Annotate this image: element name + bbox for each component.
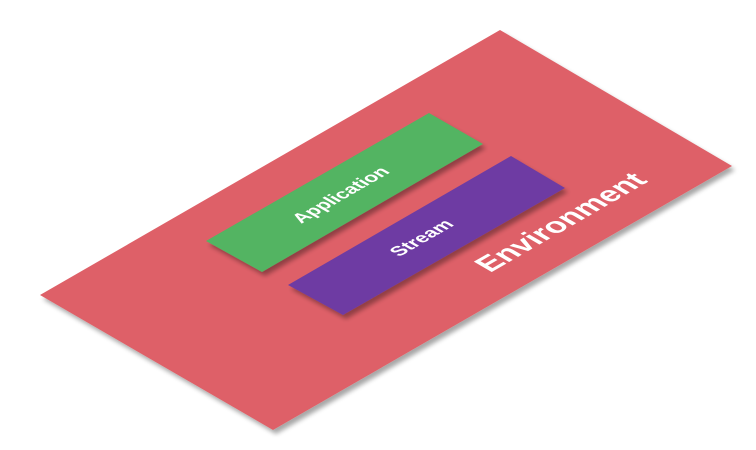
stream-plane[interactable]	[288, 156, 565, 315]
application-plane[interactable]	[206, 113, 483, 272]
stream-layer[interactable]: Stream	[288, 156, 565, 315]
